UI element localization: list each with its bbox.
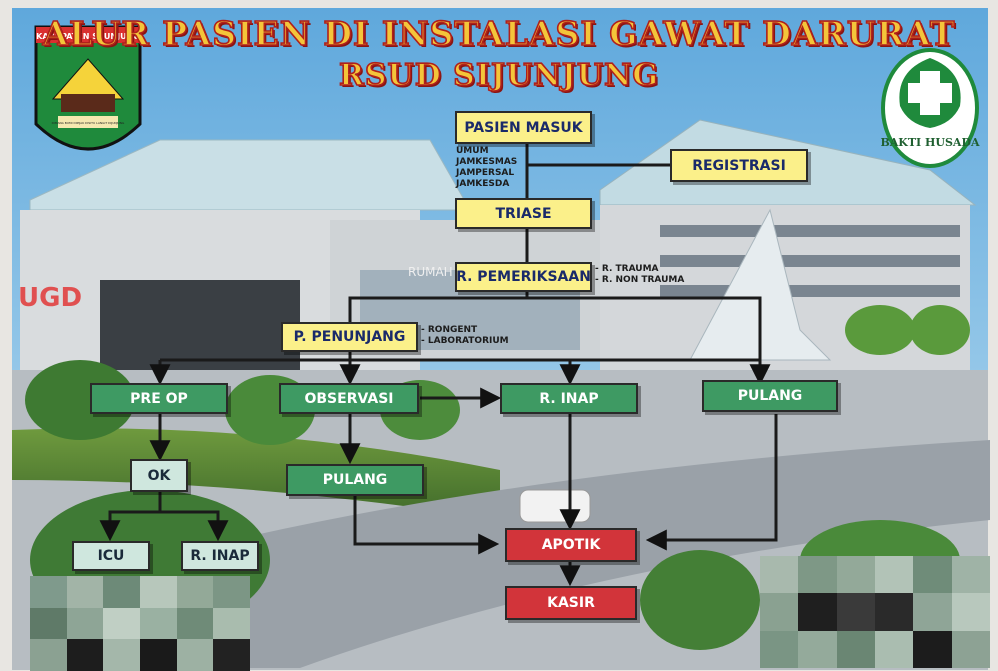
kabupaten-sijunjung-emblem-icon: KABUPATEN SIJUNJUNG DIMANA BUMI DIPIJAK … [34, 25, 142, 151]
pixelated-patch-left [30, 576, 250, 671]
payment-note: JAMKESMAS [456, 157, 518, 167]
payment-note: JAMKESDA [456, 179, 510, 189]
node-p-penunjang: P. PENUNJANG [281, 322, 418, 352]
node-pre-op: PRE OP [90, 383, 228, 414]
payment-notes: UMUM JAMKESMAS JAMPERSAL JAMKESDA [456, 146, 517, 190]
emblem-motto: DIMANA BUMI DIPIJAK DISITU LANGIT DIJUNJ… [52, 121, 125, 125]
building-sign: RUMAH [408, 265, 453, 279]
node-observasi: OBSERVASI [279, 383, 419, 414]
bakti-husada-emblem-icon: BAKTI HUSADA [880, 48, 980, 168]
bakti-husada-text: BAKTI HUSADA [880, 136, 980, 149]
payment-note: JAMPERSAL [456, 168, 515, 178]
pemeriksaan-note: - R. TRAUMA [595, 264, 659, 274]
penunjang-notes: - RONGENT - LABORATORIUM [421, 325, 509, 347]
node-apotik: APOTIK [505, 528, 637, 562]
page-title: ALUR PASIEN DI INSTALASI GAWAT DARURAT [42, 13, 956, 54]
node-registrasi: REGISTRASI [670, 149, 808, 182]
pemeriksaan-notes: - R. TRAUMA - R. NON TRAUMA [595, 264, 684, 286]
emblem-banner: KABUPATEN SIJUNJUNG [36, 32, 140, 41]
node-pulang-right: PULANG [702, 380, 838, 412]
node-icu: ICU [72, 541, 150, 571]
node-triase: TRIASE [455, 198, 592, 229]
page-subtitle: RSUD SIJUNJUNG [338, 57, 660, 94]
node-ok: OK [130, 459, 188, 492]
payment-note: UMUM [456, 146, 489, 156]
penunjang-note: - LABORATORIUM [421, 336, 509, 346]
pixelated-patch-right [760, 556, 990, 668]
node-r-pemeriksaan: R. PEMERIKSAAN [455, 262, 592, 292]
node-r-inap-bottom: R. INAP [181, 541, 259, 571]
node-r-inap: R. INAP [500, 383, 638, 414]
node-kasir: KASIR [505, 586, 637, 620]
penunjang-note: - RONGENT [421, 325, 478, 335]
node-pulang-mid: PULANG [286, 464, 424, 496]
node-pasien-masuk: PASIEN MASUK [455, 111, 592, 144]
pemeriksaan-note: - R. NON TRAUMA [595, 275, 685, 285]
ugd-sign: UGD [18, 283, 82, 313]
